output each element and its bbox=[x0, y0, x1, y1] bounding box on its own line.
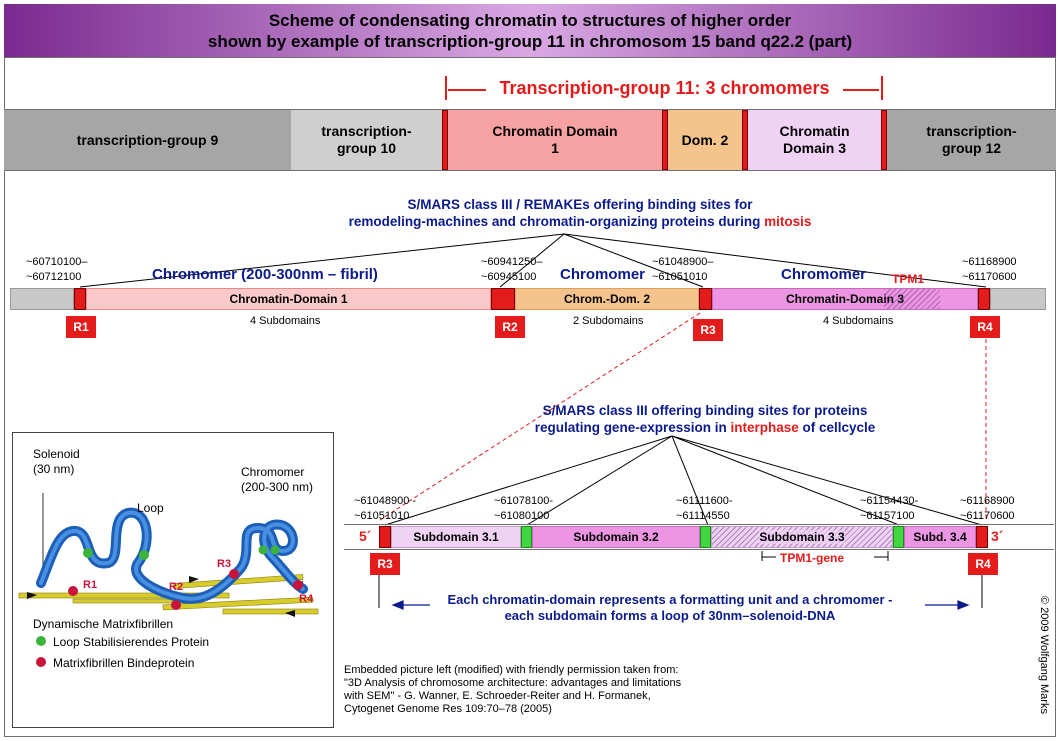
title-line-2: shown by example of transcription-group … bbox=[207, 32, 853, 51]
group-12: transcription-group 12 bbox=[887, 110, 1056, 170]
tg11-bracket-left bbox=[445, 76, 447, 100]
sub-r4-tag: R4 bbox=[968, 553, 998, 575]
groups-bar-bottom-line bbox=[4, 170, 1056, 171]
domain-r4-marker bbox=[978, 288, 990, 310]
groups-bar-top-line bbox=[4, 109, 1056, 110]
sub-r3-tag: R3 bbox=[370, 553, 400, 575]
tg11-bracket-line-left bbox=[448, 89, 486, 91]
credit-line-4: Cytogenet Genome Res 109:70–78 (2005) bbox=[344, 703, 552, 715]
group-sep-2 bbox=[662, 110, 668, 170]
page-title: Scheme of condensating chromatin to stru… bbox=[4, 4, 1056, 58]
credit-line-2: "3D Analysis of chromosome architecture:… bbox=[344, 677, 682, 689]
coord-top-3: ~61048900– ~61051010 bbox=[652, 256, 714, 283]
group-sep-3 bbox=[742, 110, 748, 170]
smars-interphase-line-2: regulating gene-expression in interphase… bbox=[534, 420, 876, 435]
credit-line-3: with SEM" - G. Wanner, E. Schroeder-Reit… bbox=[344, 690, 651, 702]
inset-dyn-label: Dynamische Matrixfibrillen bbox=[33, 617, 174, 631]
r1-tag: R1 bbox=[66, 316, 96, 338]
coord-bottom-4: ~61154430- ~61157100 bbox=[860, 495, 919, 522]
inset-loop-label: Loop bbox=[137, 501, 164, 515]
domain-bar-cd1: Chromatin-Domain 1 bbox=[86, 288, 491, 310]
credit-line-1: Embedded picture left (modified) with fr… bbox=[344, 664, 679, 676]
r2-tag: R2 bbox=[495, 316, 525, 338]
five-prime-label: 5´ bbox=[359, 528, 372, 544]
inset-r1: R1 bbox=[83, 579, 98, 591]
group-sep-4 bbox=[881, 110, 887, 170]
subdomain-3-1: Subdomain 3.1 bbox=[391, 526, 521, 548]
coord-top-1: ~60710100– ~60712100 bbox=[26, 256, 88, 283]
r3-tag: R3 bbox=[693, 319, 723, 341]
subdomain-bar-bottom-line bbox=[344, 549, 1054, 550]
sub-boundary-2 bbox=[700, 526, 711, 548]
sub-r4-marker bbox=[976, 526, 988, 548]
domain-r1-marker bbox=[74, 288, 86, 310]
tg11-bracket-line-right bbox=[843, 89, 879, 91]
explanation-text: Each chromatin-domain represents a forma… bbox=[420, 592, 920, 624]
coord-bottom-5: ~61168900 ~61170600 bbox=[960, 495, 1015, 522]
chromomer-label-c: Chromomer bbox=[781, 266, 867, 283]
subdomains-3: 4 Subdomains bbox=[823, 315, 894, 327]
inset-r2: R2 bbox=[169, 581, 184, 593]
inset-legend-matrix: Matrixfibrillen Bindeprotein bbox=[53, 656, 195, 670]
smars-mitosis-line-2: remodeling-machines and chromatin-organi… bbox=[348, 214, 812, 229]
r4-tag: R4 bbox=[970, 316, 1000, 338]
group-10: transcription-group 10 bbox=[291, 110, 442, 170]
tpm1-hatched-region bbox=[884, 289, 940, 309]
coord-bottom-2: ~61078100- ~61080100 bbox=[494, 495, 554, 522]
subdomains-2: 2 Subdomains bbox=[573, 315, 644, 327]
explanation-line-1: Each chromatin-domain represents a forma… bbox=[447, 592, 893, 607]
chromomer-label-a: Chromomer (200-300nm – fibril) bbox=[152, 266, 378, 283]
tpm1-gene-label: TPM1-gene bbox=[780, 551, 845, 565]
subdomain-3-4: Subd. 3.4 bbox=[904, 526, 976, 548]
title-line-1: Scheme of condensating chromatin to stru… bbox=[268, 11, 792, 30]
chromomer-label-b: Chromomer bbox=[560, 266, 646, 283]
three-prime-label: 3´ bbox=[991, 528, 1004, 544]
subdomain-3-2: Subdomain 3.2 bbox=[532, 526, 700, 548]
domain-bar-right-flank bbox=[990, 288, 1046, 310]
smars-interphase-text: S/MARS class III offering binding sites … bbox=[480, 402, 930, 436]
smars-interphase-line-1: S/MARS class III offering binding sites … bbox=[542, 403, 868, 418]
inset-r3: R3 bbox=[217, 558, 232, 570]
subdomains-1: 4 Subdomains bbox=[250, 315, 321, 327]
coord-bottom-3: ~61111600- ~61114550 bbox=[676, 495, 733, 522]
group-9: transcription-group 9 bbox=[4, 110, 291, 170]
coord-top-4: ~61168900 ~61170600 bbox=[962, 256, 1017, 283]
chromatin-domain-1: Chromatin Domain 1 bbox=[448, 110, 662, 170]
group-sep-1 bbox=[442, 110, 448, 170]
domain-bar-left-flank bbox=[10, 288, 74, 310]
sub-boundary-3 bbox=[893, 526, 904, 548]
coord-top-2: ~60941250– ~60945100 bbox=[481, 256, 543, 283]
interphase-word: interphase bbox=[730, 420, 799, 435]
smars-mitosis-text: S/MARS class III / REMAKEs offering bind… bbox=[250, 196, 910, 230]
image-credit: Embedded picture left (modified) with fr… bbox=[344, 664, 744, 716]
smars-mitosis-line-1: S/MARS class III / REMAKEs offering bind… bbox=[407, 197, 753, 212]
domain-bar-cd2: Chrom.-Dom. 2 bbox=[515, 288, 699, 310]
inset-r4: R4 bbox=[299, 593, 314, 605]
inset-solenoid-label: Solenoid (30 nm) bbox=[33, 447, 80, 476]
subdomain-bar-top-line bbox=[344, 524, 1054, 525]
tpm1-label: TPM1 bbox=[892, 272, 925, 286]
copyright-text: © 2009 Wolfgang Marks bbox=[1038, 596, 1050, 714]
inset-chromomer-label: Chromomer (200-300 nm) bbox=[241, 465, 314, 494]
chromatin-domain-3: Chromatin Domain 3 bbox=[748, 110, 881, 170]
subdomain-3-3: Subdomain 3.3 bbox=[711, 526, 893, 548]
domain-2: Dom. 2 bbox=[668, 110, 742, 170]
mitosis-word: mitosis bbox=[764, 214, 812, 229]
tg11-header: Transcription-group 11: 3 chromomers bbox=[499, 78, 830, 98]
domain-r3-marker bbox=[699, 288, 712, 310]
domain-r2-marker bbox=[491, 288, 515, 310]
sub-boundary-1 bbox=[521, 526, 532, 548]
explanation-line-2: each subdomain forms a loop of 30nm–sole… bbox=[504, 608, 836, 623]
inset-legend-loop: Loop Stabilisierendes Protein bbox=[53, 635, 210, 649]
inset-chromomer-illustration: Solenoid (30 nm) Loop Chromomer (200-300… bbox=[12, 432, 334, 728]
coord-bottom-1: ~61048900 - ~61051010 bbox=[354, 495, 417, 522]
inset-drawing bbox=[18, 493, 319, 667]
tg11-bracket-right bbox=[881, 76, 883, 100]
sub-r3-marker bbox=[379, 526, 391, 548]
